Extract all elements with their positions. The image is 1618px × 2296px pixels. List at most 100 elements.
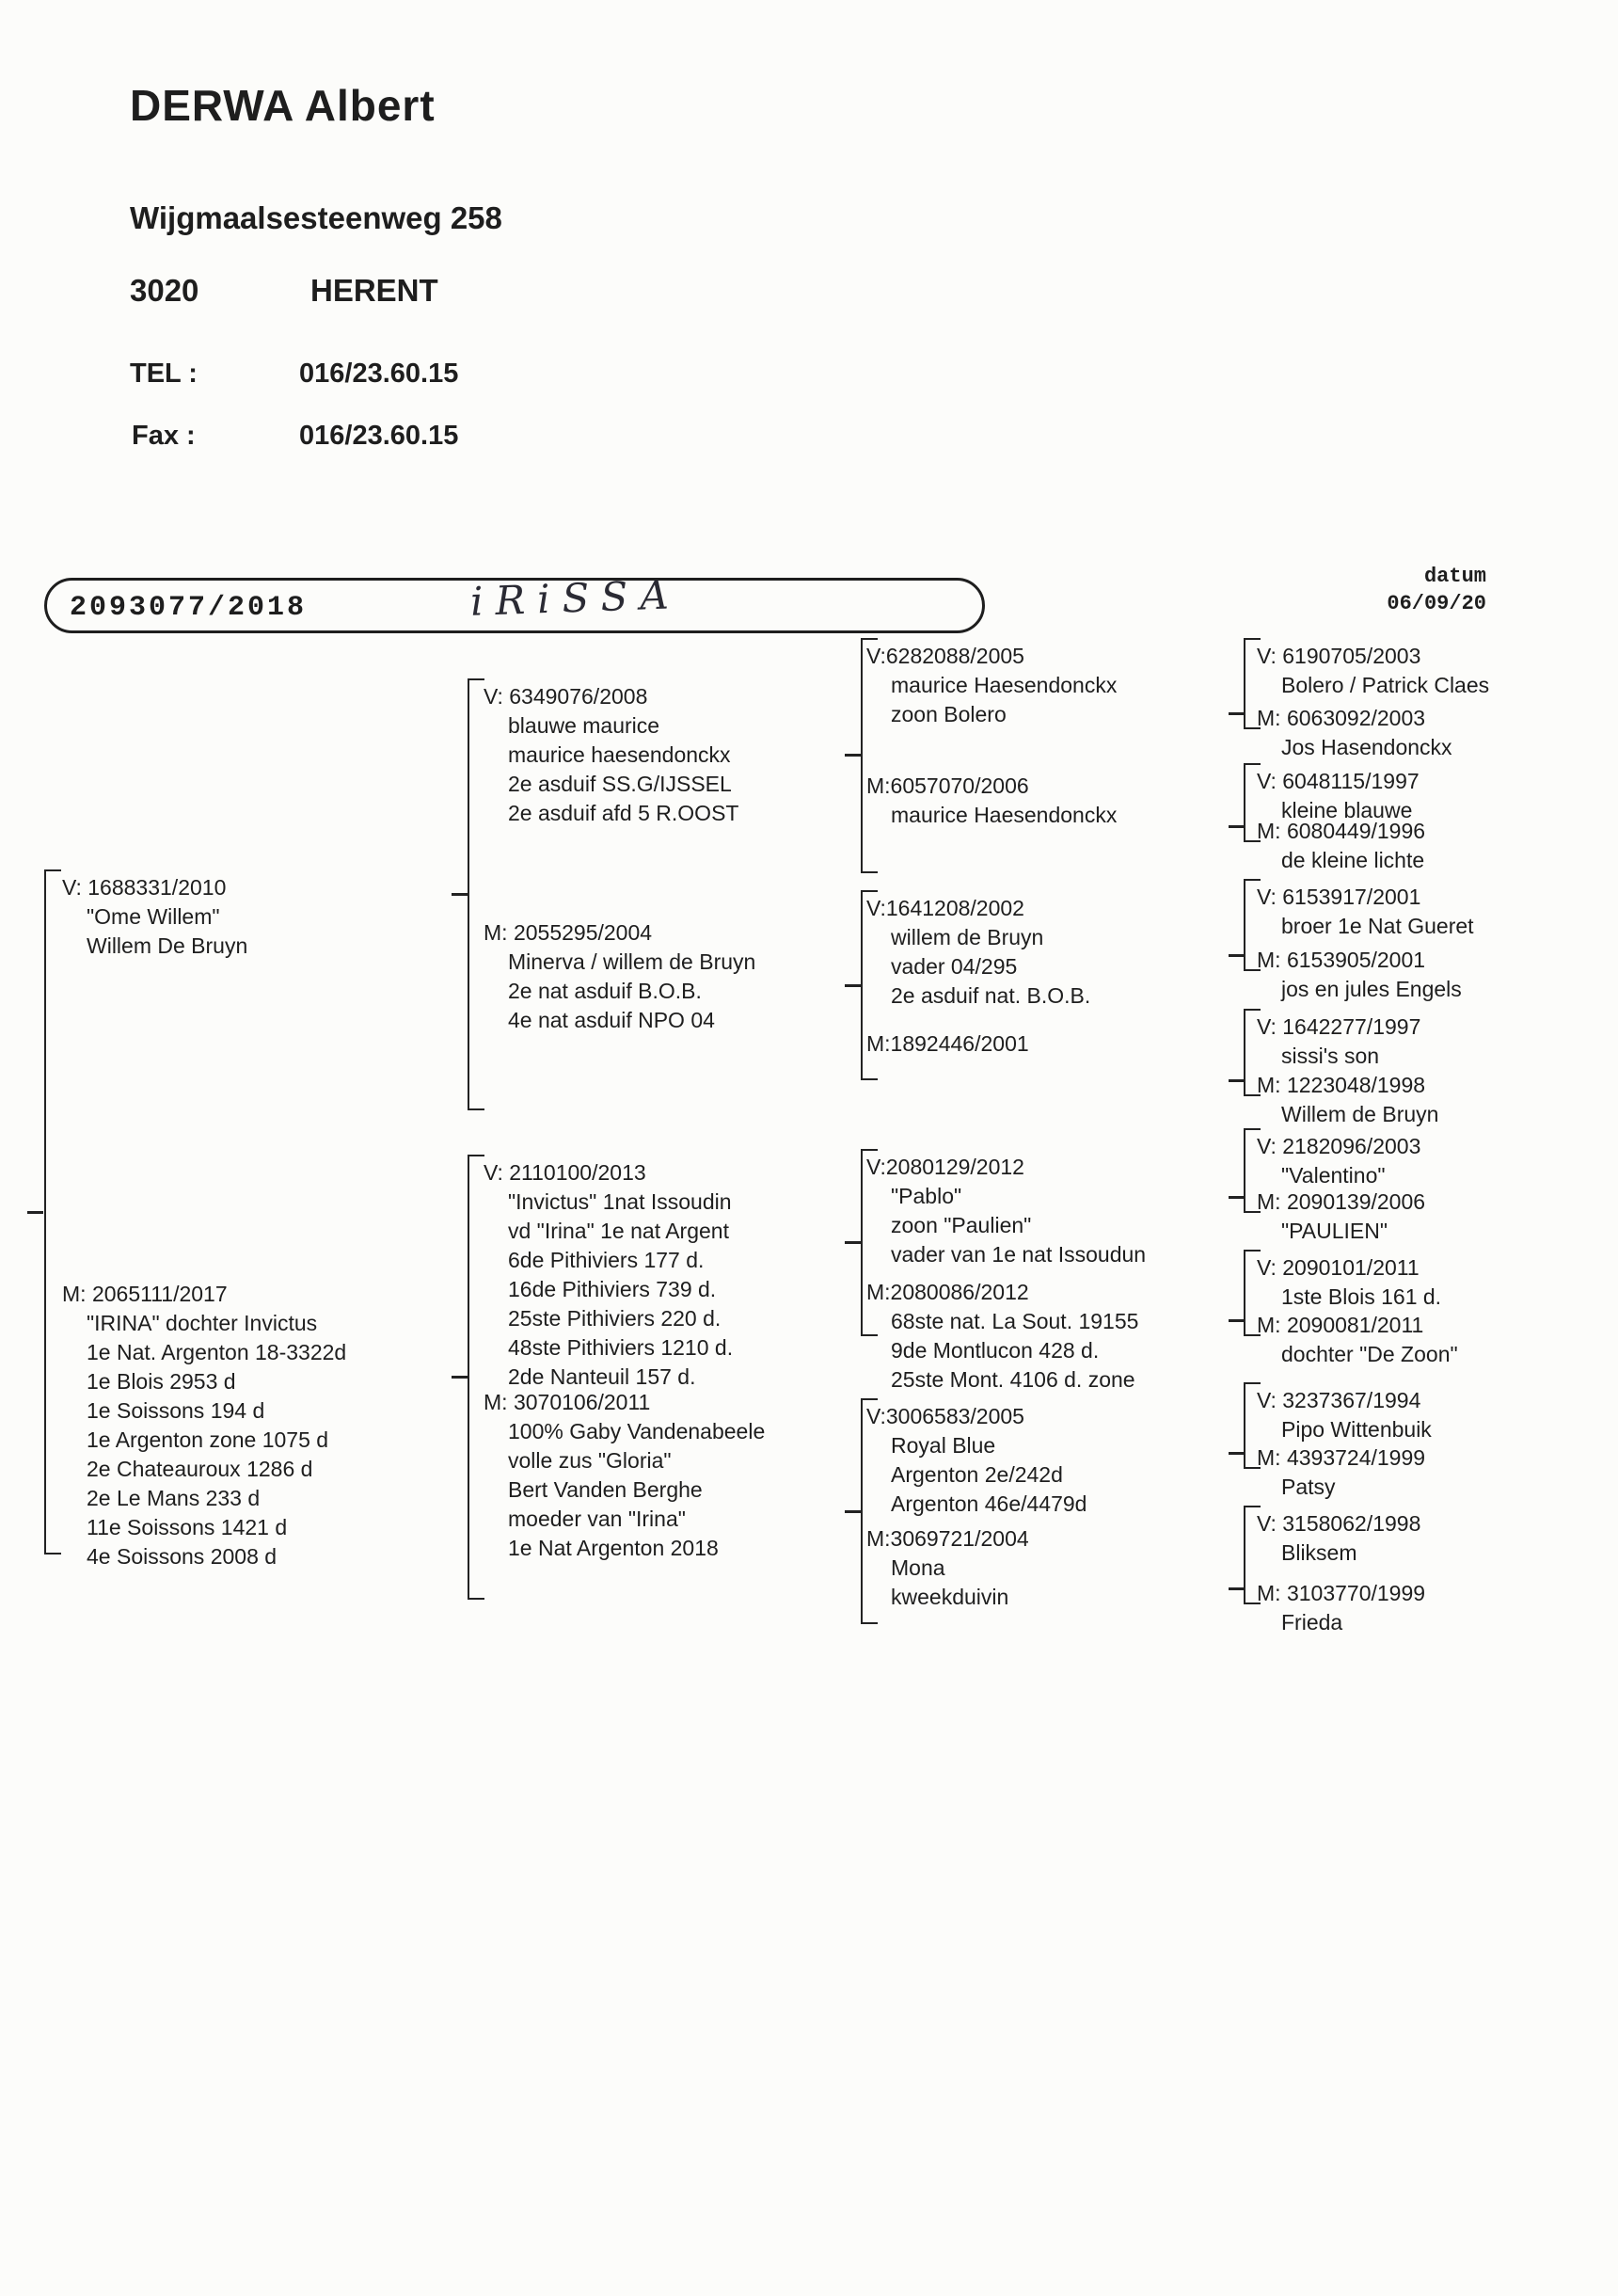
pedigree-bracket-gen4-6 [1244, 1250, 1261, 1336]
owner-street: Wijgmaalsesteenweg 258 [130, 200, 502, 235]
pedigree-bracket-gen4-5 [1244, 1128, 1261, 1213]
pedigree-connector-tick [1229, 1196, 1245, 1199]
ring-number: M: 4393724/1999 [1257, 1445, 1426, 1470]
owner-postal-code: 3020 [130, 273, 199, 308]
pedigree-detail-line: maurice Haesendonckx [891, 673, 1118, 697]
pedigree-detail-line: Bliksem [1281, 1540, 1357, 1565]
pedigree-detail-line: maurice Haesendonckx [891, 803, 1118, 827]
pedigree-connector-tick [1229, 825, 1245, 828]
pedigree-detail-line: Jos Hasendonckx [1281, 735, 1452, 759]
ring-number: M: 6080449/1996 [1257, 819, 1426, 843]
pedigree-bracket-gen4-3 [1244, 879, 1261, 971]
date-label: datum [1423, 565, 1486, 588]
ring-number: M: 6153905/2001 [1257, 948, 1426, 972]
pedigree-detail-line: 6de Pithiviers 177 d. [508, 1248, 705, 1272]
pedigree-detail-line: 2de Nanteuil 157 d. [508, 1364, 696, 1389]
pedigree-entry-g3-3: V:1641208/2002 willem de Bruyn vader 04/29… [866, 894, 1090, 1011]
pedigree-detail-line: Bert Vanden Berghe [508, 1477, 703, 1502]
ring-number: V:2080129/2012 [866, 1155, 1024, 1179]
pedigree-detail-line: zoon "Paulien" [891, 1213, 1032, 1237]
pedigree-detail-line: Patsy [1281, 1475, 1336, 1499]
pedigree-detail-line: 25ste Mont. 4106 d. zone [891, 1367, 1135, 1392]
pedigree-detail-line: 1e Nat Argenton 2018 [508, 1536, 719, 1560]
pedigree-detail-line: 2e Le Mans 233 d [87, 1486, 261, 1510]
pedigree-detail-line: 1e Argenton zone 1075 d [87, 1427, 329, 1452]
pedigree-connector-tick [1229, 1452, 1245, 1455]
pedigree-detail-line: Mona [891, 1555, 945, 1580]
pedigree-detail-line: Willem de Bruyn [1281, 1102, 1439, 1126]
pedigree-detail-line: 1e Soissons 194 d [87, 1398, 265, 1423]
pedigree-entry-g4-4: M: 6080449/1996 de kleine lichte [1257, 817, 1425, 875]
tel-value: 016/23.60.15 [299, 359, 459, 389]
pedigree-detail-line: willem de Bruyn [891, 925, 1044, 949]
ring-number: V:6282088/2005 [866, 644, 1024, 668]
pedigree-connector-tick [1229, 712, 1245, 715]
ring-number: V:1641208/2002 [866, 896, 1024, 920]
ring-number: V: 6153917/2001 [1257, 885, 1421, 909]
ring-number: M:1892446/2001 [866, 1031, 1029, 1056]
handwritten-pigeon-name: iRiSSA [469, 571, 682, 625]
ring-number: V: 6190705/2003 [1257, 644, 1421, 668]
pedigree-entry-g4-11: V: 2090101/2011 1ste Blois 161 d. [1257, 1253, 1441, 1312]
pedigree-detail-line: 2e nat asduif B.O.B. [508, 979, 702, 1003]
pedigree-entry-g4-10: M: 2090139/2006"PAULIEN" [1257, 1188, 1425, 1246]
pedigree-bracket-gen2-a [468, 678, 484, 1110]
pedigree-detail-line: de kleine lichte [1281, 848, 1425, 872]
ring-number: M: 2055295/2004 [484, 920, 653, 945]
pedigree-connector-tick [845, 1510, 861, 1513]
pedigree-detail-line: zoon Bolero [891, 702, 1007, 726]
pedigree-bracket-gen2-b [468, 1155, 484, 1600]
ring-number: M: 2065111/2017 [62, 1282, 228, 1306]
ring-number: V: 3237367/1994 [1257, 1388, 1421, 1412]
ring-number: V: 2090101/2011 [1257, 1255, 1420, 1280]
pedigree-detail-line: "Valentino" [1281, 1163, 1386, 1188]
pedigree-connector-tick [845, 984, 861, 987]
pedigree-detail-line: 48ste Pithiviers 1210 d. [508, 1335, 734, 1360]
pedigree-detail-line: 4e Soissons 2008 d [87, 1544, 278, 1569]
pedigree-detail-line: Minerva / willem de Bruyn [508, 949, 756, 974]
pedigree-detail-line: vader 04/295 [891, 954, 1018, 979]
pedigree-detail-line: Bolero / Patrick Claes [1281, 673, 1490, 697]
pedigree-detail-line: sissi's son [1281, 1044, 1380, 1068]
ring-number-box: 2093077/2018 iRiSSA [44, 571, 985, 633]
pedigree-bracket-gen3-a [861, 638, 878, 873]
pedigree-detail-line: 1ste Blois 161 d. [1281, 1284, 1442, 1309]
pedigree-connector-tick [845, 1241, 861, 1244]
pedigree-detail-line: kleine blauwe [1281, 798, 1413, 822]
ring-number: V:3006583/2005 [866, 1404, 1024, 1428]
pedigree-detail-line: Pipo Wittenbuik [1281, 1417, 1432, 1442]
pedigree-connector-tick [452, 1376, 468, 1379]
ring-number: M:2080086/2012 [866, 1280, 1029, 1304]
pedigree-detail-line: 2e Chateauroux 1286 d [87, 1457, 313, 1481]
pedigree-detail-line: vd "Irina" 1e nat Argent [508, 1219, 729, 1243]
ring-number: M:3069721/2004 [866, 1526, 1029, 1551]
pedigree-detail-line: maurice haesendonckx [508, 742, 731, 767]
ring-number: V: 6048115/1997 [1257, 769, 1420, 793]
pedigree-detail-line: Royal Blue [891, 1433, 996, 1458]
date-value: 06/09/20 [1387, 592, 1486, 615]
pedigree-detail-line: kweekduivin [891, 1585, 1009, 1609]
pedigree-detail-line: "Invictus" 1nat Issoudin [508, 1189, 732, 1214]
pedigree-connector-tick [1229, 1319, 1245, 1322]
pedigree-detail-line: 25ste Pithiviers 220 d. [508, 1306, 722, 1331]
pedigree-entry-g3-1: V:6282088/2005 maurice Haesendonckx zoon B… [866, 642, 1117, 729]
pedigree-detail-line: Argenton 46e/4479d [891, 1491, 1087, 1516]
pedigree-detail-line: jos en jules Engels [1281, 977, 1462, 1001]
pedigree-detail-line: 11e Soissons 1421 d [87, 1515, 288, 1539]
pedigree-detail-line: 100% Gaby Vandenabeele [508, 1419, 766, 1443]
pedigree-detail-line: "Pablo" [891, 1184, 962, 1208]
pedigree-detail-line: 9de Montlucon 428 d. [891, 1338, 1100, 1363]
